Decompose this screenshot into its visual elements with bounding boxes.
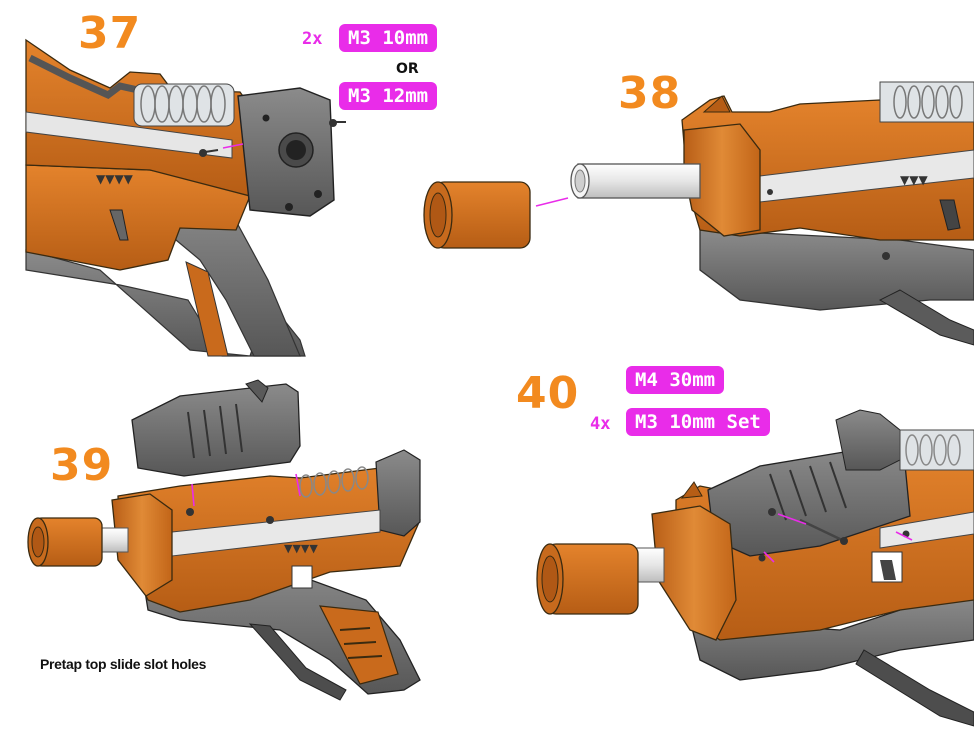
pretap-note: Pretap top slide slot holes — [40, 656, 207, 672]
screw-tag-m4-30mm: M4 30mm — [626, 366, 725, 394]
grip-handle — [167, 195, 301, 357]
step-39-illustration: ▼▼▼▼ — [27, 379, 421, 701]
screw-icon — [199, 119, 346, 157]
trigger — [939, 199, 961, 231]
step-number-39: 39 — [50, 440, 114, 491]
screw-tag-m3-10mm-set: M3 10mm Set — [626, 408, 770, 436]
spring-window — [879, 81, 974, 123]
step-number-40: 40 — [516, 368, 580, 419]
spring-window — [133, 83, 235, 127]
silver-slide-stripe — [879, 511, 974, 549]
grip-frame — [25, 249, 306, 357]
grip-brace — [878, 289, 974, 346]
top-rail — [28, 54, 139, 100]
lower-frame — [689, 595, 974, 681]
front-shroud — [111, 493, 173, 597]
trigger — [109, 209, 129, 241]
spring-coil — [905, 434, 961, 466]
quantity-label-40: 4x — [590, 414, 611, 434]
grip-brace — [855, 649, 974, 727]
step-38-illustration: ▼▼▼ — [423, 81, 974, 346]
top-slide-cover — [131, 383, 301, 477]
top-spike — [702, 95, 731, 113]
chevron-marks: ▼▼▼ — [900, 173, 928, 187]
or-label: OR — [396, 61, 419, 77]
chevron-marks: ▼▼▼▼ — [284, 542, 318, 555]
silver-slide-stripe — [25, 111, 233, 159]
step-number-38: 38 — [618, 68, 682, 119]
end-cap — [835, 409, 901, 471]
grip-orange-insert — [185, 261, 229, 357]
step-40-illustration — [536, 409, 974, 727]
lower-frame — [699, 229, 974, 311]
grip-brace — [248, 623, 347, 701]
screw-icon — [758, 508, 910, 562]
spring-coil — [893, 85, 963, 119]
screw-tag-m3-10mm: M3 10mm — [339, 24, 438, 52]
chevron-marks: ▼▼▼▼ — [96, 172, 134, 186]
quantity-label-37: 2x — [302, 29, 323, 49]
top-spike — [680, 481, 703, 499]
step-number-37: 37 — [78, 8, 142, 59]
grip-orange-insert — [318, 605, 399, 685]
front-shroud — [651, 505, 737, 641]
end-cap — [375, 449, 421, 537]
step-37-illustration: ▼▼▼▼ — [25, 38, 346, 357]
spring-coil — [140, 85, 226, 123]
spring-coil — [299, 466, 369, 498]
barrel-tube — [577, 163, 701, 199]
screw-tag-m3-12mm: M3 12mm — [339, 82, 438, 110]
